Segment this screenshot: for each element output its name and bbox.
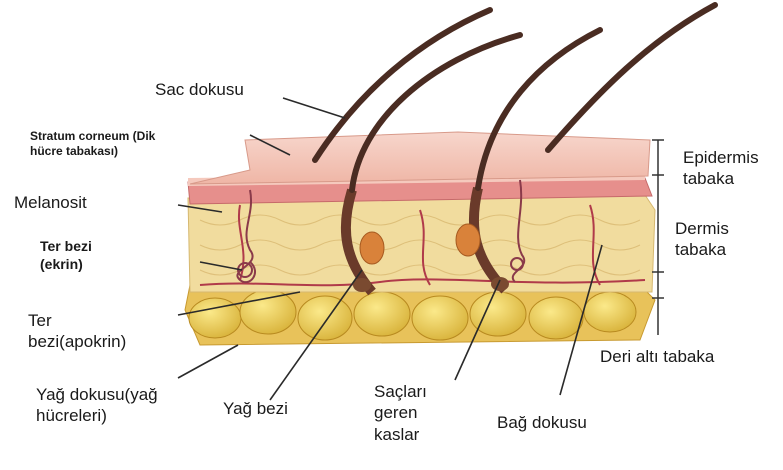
label-melanosit: Melanosit [14,192,87,213]
label-yag-dokusu: Yağ dokusu(yağ hücreleri) [36,384,158,427]
label-epidermis: Epidermis tabaka [683,147,759,190]
label-bag-dokusu: Bağ dokusu [497,412,587,433]
label-saclari-geren-kaslar: Saçları geren kaslar [374,381,427,445]
label-deri-alti-tabaka: Deri altı tabaka [600,346,714,367]
dermis-layer [188,195,655,292]
label-ter-bezi-ekrin: Ter bezi (ekrin) [40,238,92,273]
label-yag-bezi: Yağ bezi [223,398,288,419]
label-ter-bezi-apokrin: Ter bezi(apokrin) [28,310,126,353]
label-sac-dokusu: Sac dokusu [155,79,244,100]
label-stratum-corneum: Stratum corneum (Dik hücre tabakası) [30,129,155,159]
label-dermis: Dermis tabaka [675,218,729,261]
